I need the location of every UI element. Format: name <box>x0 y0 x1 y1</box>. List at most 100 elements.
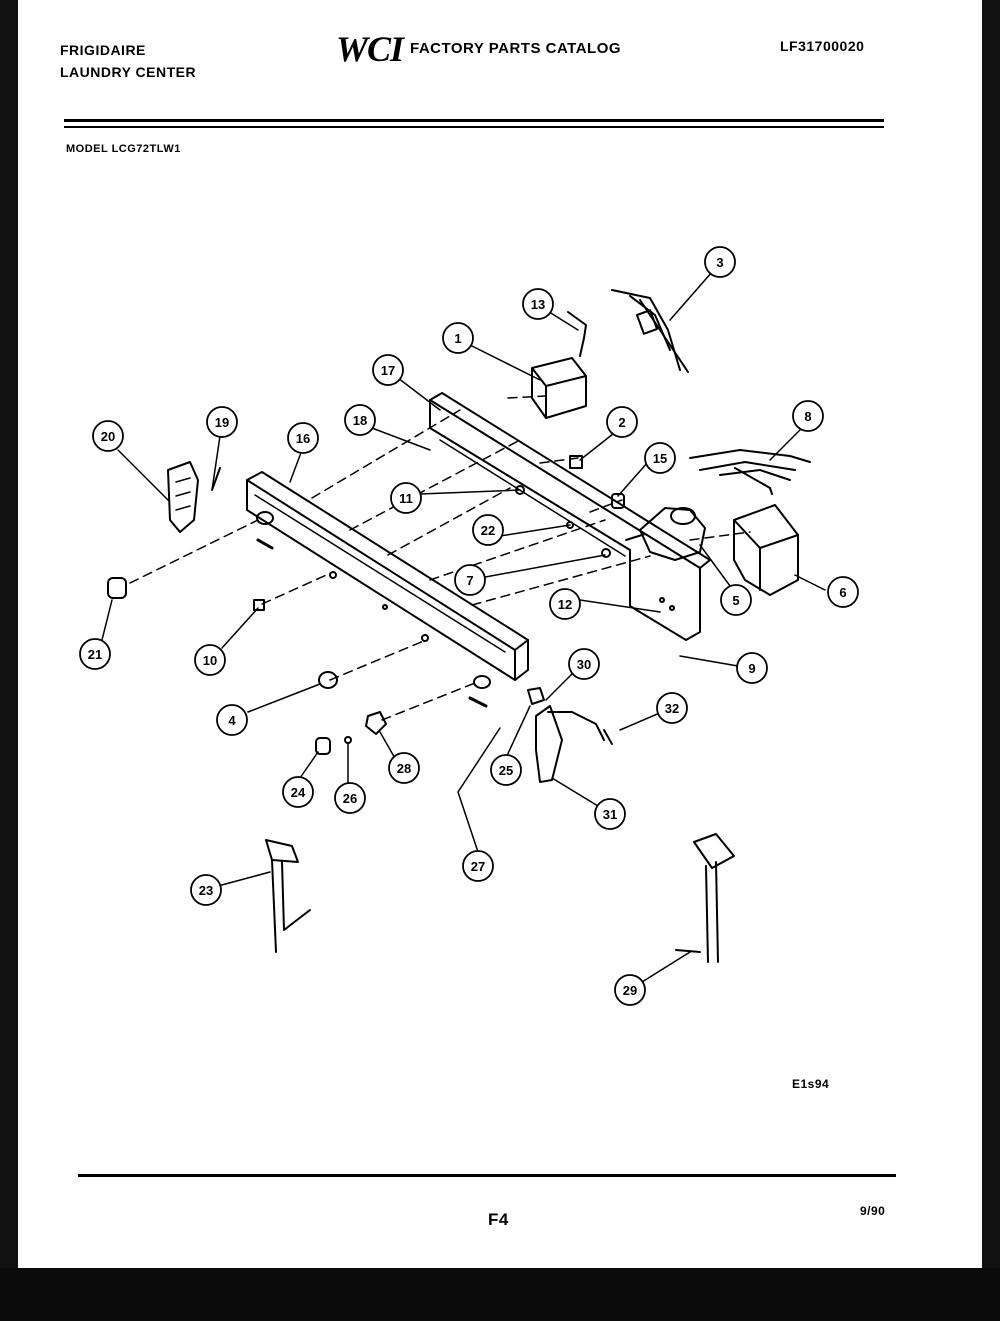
callout-bubble-7 <box>454 564 486 596</box>
knob-part-21 <box>107 577 127 599</box>
bracket-part-20 <box>167 461 199 533</box>
callout-label-10: 10 <box>203 653 217 668</box>
callout-bubble-18 <box>344 404 376 436</box>
callout-label-21: 21 <box>88 647 102 662</box>
callout-label-20: 20 <box>101 429 115 444</box>
callout-bubble-29 <box>614 974 646 1006</box>
callout-label-17: 17 <box>381 363 395 378</box>
callout-bubble-23 <box>190 874 222 906</box>
callout-label-28: 28 <box>397 761 411 776</box>
brand-name: FRIGIDAIRE <box>60 42 146 58</box>
callout-group: 1234567891011121315161718192021222324252… <box>79 246 859 1006</box>
callout-bubble-6 <box>827 576 859 608</box>
date-code: 9/90 <box>860 1204 886 1218</box>
callout-label-5: 5 <box>732 593 739 608</box>
header-rule <box>64 119 884 122</box>
callout-label-31: 31 <box>603 807 617 822</box>
callout-bubble-28 <box>388 752 420 784</box>
callout-label-19: 19 <box>215 415 229 430</box>
clip-part-10 <box>253 599 265 611</box>
knob-part-24 <box>315 737 331 755</box>
screw-part-26 <box>344 736 352 744</box>
callout-bubble-1 <box>442 322 474 354</box>
callout-bubble-10 <box>194 644 226 676</box>
callout-bubble-26 <box>334 782 366 814</box>
callout-bubble-16 <box>287 422 319 454</box>
assembly-lines <box>129 395 751 721</box>
callout-bubble-19 <box>206 406 238 438</box>
leader-lines <box>101 271 826 983</box>
page-number: F4 <box>488 1210 509 1229</box>
callout-bubble-13 <box>522 288 554 320</box>
callout-label-27: 27 <box>471 859 485 874</box>
figure-code: E1s94 <box>792 1077 830 1091</box>
wire-13 <box>567 311 587 357</box>
callout-label-6: 6 <box>839 585 846 600</box>
callout-label-30: 30 <box>577 657 591 672</box>
callout-label-13: 13 <box>531 297 545 312</box>
callout-bubble-22 <box>472 514 504 546</box>
header-rule-thin <box>64 126 884 128</box>
exploded-parts-diagram: 1234567891011121315161718192021222324252… <box>79 246 859 1006</box>
callout-bubble-5 <box>720 584 752 616</box>
rear-bracket <box>429 392 711 641</box>
callout-bubble-2 <box>606 406 638 438</box>
callout-label-11: 11 <box>399 491 413 506</box>
grommet-part-4 <box>318 671 338 689</box>
timer-part <box>531 357 587 419</box>
callout-bubble-30 <box>568 648 600 680</box>
control-panel <box>246 471 529 708</box>
callout-bubble-3 <box>704 246 736 278</box>
callout-label-7: 7 <box>466 573 473 588</box>
nut-part-28 <box>365 711 387 735</box>
callout-label-32: 32 <box>665 701 679 716</box>
callout-bubble-11 <box>390 482 422 514</box>
wire-harness-3 <box>611 289 689 373</box>
wire-harness-29 <box>675 833 735 963</box>
callout-bubble-32 <box>656 692 688 724</box>
callout-bubble-8 <box>792 400 824 432</box>
product-line: LAUNDRY CENTER <box>60 64 197 80</box>
module-part-6 <box>733 504 799 596</box>
callout-label-8: 8 <box>804 409 811 424</box>
callout-bubble-15 <box>644 442 676 474</box>
callout-bubble-20 <box>92 420 124 452</box>
callout-bubble-17 <box>372 354 404 386</box>
scan-edge <box>0 1268 1000 1321</box>
switch-part-5 <box>625 507 706 561</box>
clip-part-15 <box>611 493 625 509</box>
screw-part-19 <box>211 467 221 491</box>
callout-label-2: 2 <box>618 415 625 430</box>
clip-part-2 <box>569 455 583 469</box>
callout-label-18: 18 <box>353 413 367 428</box>
callout-label-26: 26 <box>343 791 357 806</box>
wire-harness-8 <box>689 449 811 495</box>
callout-bubble-21 <box>79 638 111 670</box>
sensor-assembly <box>527 687 613 783</box>
callout-bubble-31 <box>594 798 626 830</box>
callout-bubble-4 <box>216 704 248 736</box>
model-number: MODEL LCG72TLW1 <box>66 143 181 155</box>
callout-bubble-9 <box>736 652 768 684</box>
callout-bubble-25 <box>490 754 522 786</box>
callout-label-3: 3 <box>716 255 723 270</box>
callout-bubble-27 <box>462 850 494 882</box>
callout-label-25: 25 <box>499 763 513 778</box>
callout-label-16: 16 <box>296 431 310 446</box>
callout-label-15: 15 <box>653 451 667 466</box>
callout-label-23: 23 <box>199 883 213 898</box>
callout-bubble-12 <box>549 588 581 620</box>
footer-rule <box>78 1174 896 1177</box>
callout-label-1: 1 <box>454 331 461 346</box>
catalog-number: LF31700020 <box>780 38 865 54</box>
catalog-page: FRIGIDAIRE LAUNDRY CENTER WCI FACTORY PA… <box>18 0 982 1268</box>
callout-label-9: 9 <box>748 661 755 676</box>
wci-logo: WCI <box>336 29 404 69</box>
callout-label-12: 12 <box>558 597 572 612</box>
wire-harness-23 <box>265 839 311 953</box>
callout-label-29: 29 <box>623 983 637 998</box>
callout-label-22: 22 <box>481 523 495 538</box>
callout-label-24: 24 <box>291 785 306 800</box>
callout-bubble-24 <box>282 776 314 808</box>
catalog-title: FACTORY PARTS CATALOG <box>410 40 622 57</box>
